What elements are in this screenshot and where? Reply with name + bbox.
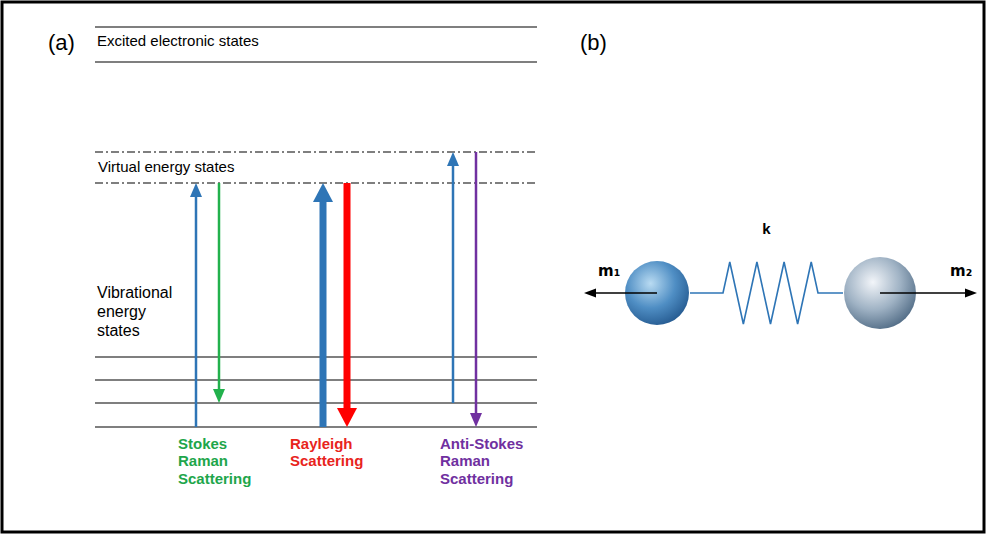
process-label: Stokes Raman Scattering — [178, 435, 262, 487]
motion-arrow — [594, 292, 657, 293]
process-label-holder: Rayleigh Scattering — [290, 435, 390, 470]
mass-label: m₁ — [598, 262, 620, 280]
stokes-arrows — [190, 183, 225, 427]
level-label: Virtual energy states — [98, 158, 234, 175]
level-label: Excited electronic states — [97, 32, 259, 49]
rayleigh-arrows — [313, 183, 357, 427]
spring-label-holder: k — [762, 220, 770, 238]
level-label: Vibrational energy states — [97, 283, 185, 341]
process-label: Rayleigh Scattering — [290, 435, 390, 470]
anti-stokes-arrows — [447, 152, 482, 427]
level-label-holder: Excited electronic states — [97, 32, 259, 49]
electronic-levels — [95, 27, 537, 62]
mass-label: m₂ — [950, 262, 972, 280]
spring-constant: k — [762, 220, 770, 238]
arrow-head — [584, 289, 596, 298]
process-label-holder: Stokes Raman Scattering — [178, 435, 262, 487]
virtual-levels — [95, 152, 537, 183]
panel-label-holder: (b) — [580, 30, 607, 56]
arrow-head — [965, 289, 977, 298]
panel-label: (b) — [580, 30, 607, 56]
panel-label: (a) — [48, 30, 75, 56]
panel-label-holder: (a) — [48, 30, 75, 56]
motion-arrow — [880, 292, 966, 293]
vibrational-levels — [95, 357, 537, 427]
level-label-holder: Virtual energy states — [98, 158, 234, 175]
process-label-holder: Anti-Stokes Raman Scattering — [440, 435, 532, 487]
process-label: Anti-Stokes Raman Scattering — [440, 435, 532, 487]
level-label-holder: Vibrational energy states — [97, 283, 185, 341]
spring — [690, 262, 843, 324]
